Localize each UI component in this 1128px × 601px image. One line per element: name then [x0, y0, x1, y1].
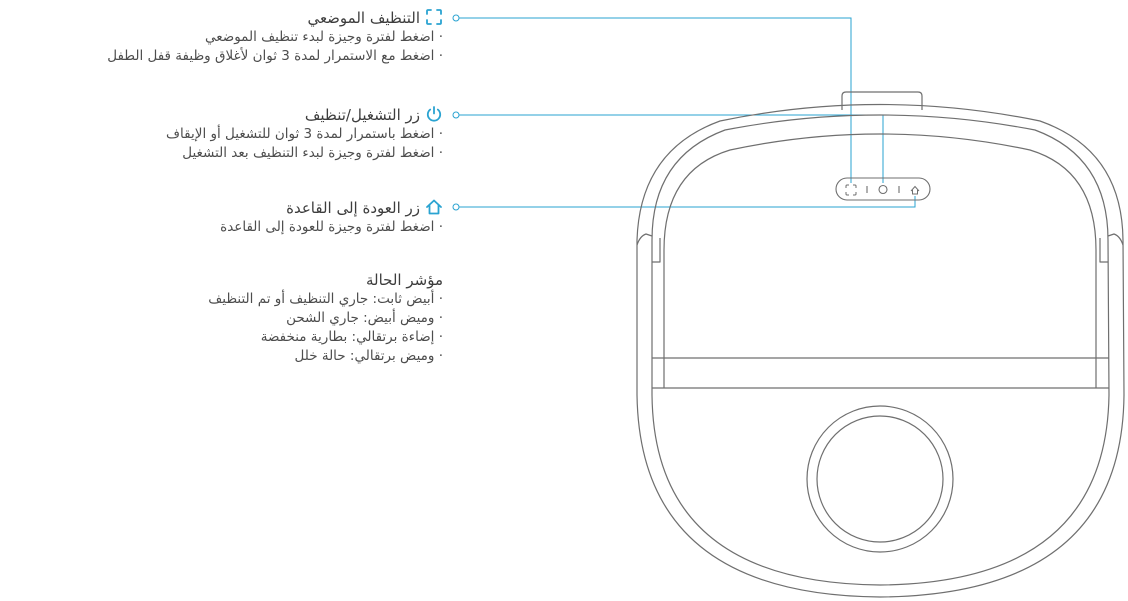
button-panel: [835, 177, 931, 201]
lidar-turret-inner: [816, 415, 944, 543]
status-line-3: · إضاءة برتقالي: بطارية منخفضة: [260, 329, 443, 345]
dock-title: زر العودة إلى القاعدة: [286, 199, 420, 217]
outer-shell: [636, 103, 1125, 598]
status-line-1: · أبيض ثابت: جاري التنظيف أو تم التنظيف: [208, 291, 443, 307]
dock-leader: [452, 196, 916, 211]
bumper-tab: [841, 91, 923, 110]
power-icon: [425, 105, 443, 123]
lidar-turret-outer: [806, 405, 954, 553]
spot-clean-line-2: · اضغط مع الاستمرار لمدة 3 ثوان لأغلاق و…: [107, 48, 443, 64]
top-cover: [663, 133, 1097, 388]
dock-section: زر العودة إلى القاعدة · اضغط لفترة وجيزة…: [220, 198, 443, 237]
status-section: مؤشر الحالة · أبيض ثابت: جاري التنظيف أو…: [208, 270, 443, 366]
power-title: زر التشغيل/تنظيف: [304, 106, 420, 124]
status-line-4: · وميض برتقالي: حالة خلل: [294, 348, 444, 364]
spot-clean-section: التنظيف الموضعي · اضغط لفترة وجيزة لبدء …: [107, 8, 443, 66]
power-line-2: · اضغط لفترة وجيزة لبدء التنظيف بعد التش…: [182, 145, 443, 161]
status-line-2: · وميض أبيض: جاري الشحن: [286, 310, 443, 326]
power-section: زر التشغيل/تنظيف · اضغط باستمرار لمدة 3 …: [166, 105, 443, 163]
inner-shell: [651, 114, 1110, 586]
status-title: مؤشر الحالة: [366, 271, 443, 289]
power-line-1: · اضغط باستمرار لمدة 3 ثوان للتشغيل أو ا…: [166, 126, 443, 142]
dock-line-1: · اضغط لفترة وجيزة للعودة إلى القاعدة: [220, 219, 443, 235]
power-leader: [452, 111, 884, 183]
home-icon: [425, 198, 443, 216]
spot-clean-icon: [425, 8, 443, 26]
spot-clean-title: التنظيف الموضعي: [307, 9, 420, 27]
spot-clean-line-1: · اضغط لفترة وجيزة لبدء تنظيف الموضعي: [204, 29, 443, 45]
robot-body: [636, 91, 1125, 598]
spot-leader: [452, 14, 852, 183]
